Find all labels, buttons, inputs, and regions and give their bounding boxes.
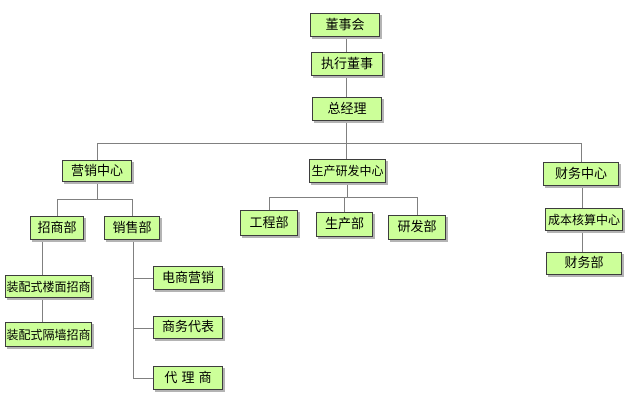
- connector-line: [57, 199, 132, 200]
- connector-line: [97, 143, 98, 160]
- org-node-prefab-floor-investment: 装配式楼面招商: [5, 275, 92, 298]
- connector-line: [582, 231, 583, 252]
- org-node-rd-dept: 研发部: [388, 215, 446, 240]
- connector-line: [346, 121, 347, 159]
- org-node-agents: 代 理 商: [153, 366, 223, 390]
- org-node-finance-dept: 财务部: [546, 252, 622, 275]
- org-node-cost-accounting-center: 成本核算中心: [545, 208, 623, 231]
- org-node-investment-dept: 招商部: [30, 216, 84, 240]
- connector-line: [582, 186, 583, 208]
- connector-line: [269, 197, 270, 210]
- connector-line: [133, 278, 153, 279]
- org-node-engineering-dept: 工程部: [240, 210, 298, 236]
- org-node-sales-dept: 销售部: [104, 216, 160, 240]
- connector-line: [346, 76, 347, 97]
- connector-line: [347, 183, 348, 197]
- connector-line: [269, 197, 417, 198]
- org-node-business-representative: 商务代表: [153, 316, 223, 339]
- connector-line: [42, 298, 43, 322]
- connector-line: [97, 143, 582, 144]
- connector-line: [417, 197, 418, 215]
- connector-line: [42, 240, 43, 275]
- org-node-production-rd-center: 生产研发中心: [309, 159, 386, 183]
- org-node-general-manager: 总经理: [312, 97, 382, 121]
- org-node-ecommerce-marketing: 电商营销: [153, 266, 223, 290]
- org-node-marketing-center: 营销中心: [62, 160, 132, 182]
- connector-line: [346, 37, 347, 52]
- connector-line: [132, 199, 133, 216]
- org-node-executive-director: 执行董事: [311, 52, 383, 76]
- org-node-board: 董事会: [310, 13, 380, 37]
- org-node-production-dept: 生产部: [316, 212, 373, 237]
- connector-line: [133, 328, 153, 329]
- connector-line: [344, 197, 345, 212]
- connector-line: [581, 143, 582, 162]
- connector-line: [133, 240, 134, 378]
- connector-line: [133, 378, 153, 379]
- org-node-prefab-wall-investment: 装配式隔墙招商: [5, 322, 92, 347]
- org-node-finance-center: 财务中心: [543, 162, 619, 186]
- connector-line: [57, 199, 58, 216]
- connector-line: [97, 182, 98, 199]
